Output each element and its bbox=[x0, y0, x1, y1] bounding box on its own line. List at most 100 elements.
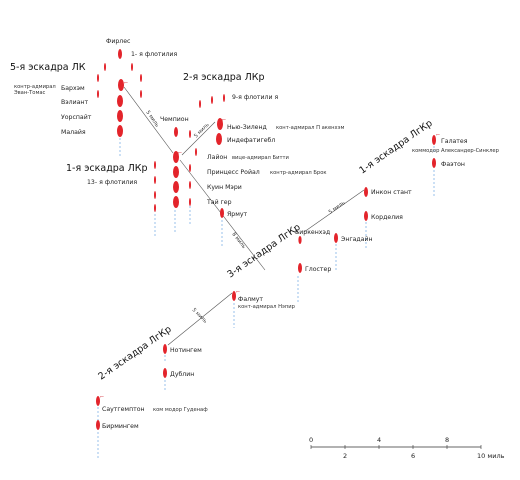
ship-marker bbox=[163, 368, 167, 378]
ship-marker bbox=[117, 95, 123, 107]
ship-marker bbox=[195, 148, 197, 156]
ship-marker bbox=[154, 191, 156, 199]
ship-marker bbox=[220, 208, 224, 218]
admiral-label: вице-адмирал Битти bbox=[232, 155, 289, 161]
ship-marker bbox=[189, 130, 191, 138]
flag-icon: ⌐ bbox=[222, 117, 226, 123]
ship-label: Бархэм bbox=[61, 85, 85, 92]
ship-label: Саутгемптон bbox=[102, 406, 145, 413]
ship-marker bbox=[211, 96, 213, 104]
scale-label: 6 bbox=[411, 452, 415, 460]
ship-marker bbox=[216, 133, 222, 145]
admiral-label: контр-адмирал Брок bbox=[270, 170, 327, 176]
ship-marker bbox=[217, 118, 223, 130]
distance-label: 5 миль bbox=[193, 122, 210, 139]
scale-label: 2 bbox=[343, 452, 347, 460]
ship-marker bbox=[298, 236, 302, 244]
squadron-title: 1-я эскадра ЛКр bbox=[66, 163, 148, 174]
flag-icon: ⌐ bbox=[178, 150, 182, 156]
squadron-title: 2-я эскадра ЛгКр bbox=[96, 324, 173, 383]
admiral-label: конт-адмирал Нэпир bbox=[238, 304, 296, 310]
distance-line bbox=[181, 121, 216, 156]
ship-marker bbox=[117, 125, 123, 137]
squadron-title: 3-я эскадра ЛгКр bbox=[225, 222, 302, 281]
distance-line bbox=[123, 86, 174, 154]
ship-marker bbox=[173, 181, 179, 193]
ship-marker bbox=[189, 164, 191, 172]
ships bbox=[96, 49, 436, 430]
ship-label: Принцесс Ройал bbox=[207, 168, 260, 176]
ship-label: Ярмут bbox=[227, 211, 248, 218]
admiral-line: Эван-Томас bbox=[14, 90, 46, 96]
ship-marker bbox=[96, 420, 100, 430]
ship-marker bbox=[189, 198, 191, 206]
ship-marker bbox=[199, 100, 201, 108]
ship-label: Тай гер bbox=[206, 198, 232, 206]
squadron-title: 2-я эскадра ЛКр bbox=[183, 72, 265, 83]
distance-label: 5 миль bbox=[191, 307, 208, 324]
scale-label: 4 bbox=[377, 436, 381, 444]
ship-marker bbox=[298, 263, 302, 273]
ship-label: Энгадайн bbox=[341, 235, 373, 243]
ship-label: Куин Мэри bbox=[207, 184, 242, 191]
distance-line bbox=[303, 189, 365, 233]
admiral-label: ком модор Гуденаф bbox=[153, 407, 208, 413]
ship-marker bbox=[117, 110, 123, 122]
ship-label: Биркенхэд bbox=[295, 229, 330, 236]
ship-label: Уорспайт bbox=[61, 113, 92, 121]
flag-icon: ⌐ bbox=[436, 132, 440, 138]
ship-marker bbox=[154, 204, 156, 212]
ship-marker bbox=[154, 161, 156, 169]
distance-label: 8 миль bbox=[230, 232, 246, 250]
scale-label: 8 bbox=[445, 436, 449, 444]
ship-marker bbox=[189, 181, 191, 189]
ship-label: Фаэтон bbox=[441, 161, 465, 168]
ship-marker bbox=[174, 127, 178, 137]
ship-marker bbox=[140, 74, 142, 82]
ship-label: Дублин bbox=[170, 370, 194, 378]
wakes bbox=[97, 138, 435, 460]
ship-marker bbox=[173, 166, 179, 178]
admiral-label: коммодор Александер-Синклер bbox=[412, 148, 500, 154]
ship-marker bbox=[140, 90, 142, 98]
distance-line bbox=[167, 292, 233, 346]
ship-marker bbox=[432, 135, 436, 145]
ship-marker bbox=[173, 151, 179, 163]
scale-bar: 0 4 8 2 6 10 миль bbox=[309, 436, 505, 460]
distance-label: 5 миль bbox=[328, 200, 347, 216]
ship-label: Глостер bbox=[305, 266, 331, 273]
ship-marker bbox=[163, 344, 167, 354]
admiral-label: конт-адмирал П акенхэм bbox=[276, 125, 344, 131]
ship-marker bbox=[131, 63, 133, 71]
ship-label: Малайя bbox=[61, 128, 86, 136]
ship-marker bbox=[364, 187, 368, 197]
ship-marker bbox=[96, 396, 100, 406]
scale-label: 0 bbox=[309, 436, 313, 444]
ship-label: Вэлиант bbox=[61, 99, 88, 106]
ship-marker bbox=[154, 176, 156, 184]
ship-label: Лайон bbox=[207, 153, 227, 161]
ship-label: Фирлес bbox=[106, 38, 131, 45]
ship-marker bbox=[97, 90, 99, 98]
ship-marker bbox=[104, 63, 106, 71]
flag-icon: ⌐ bbox=[124, 80, 128, 86]
ship-label: Бирмингем bbox=[102, 423, 139, 430]
ship-marker bbox=[334, 233, 338, 243]
flotilla-label: 1- я флотилия bbox=[131, 51, 177, 58]
flag-markers: ⌐ ⌐ ⌐ ⌐ ⌐ ⌐ bbox=[100, 80, 440, 400]
flotilla-label: 9-я флотили я bbox=[232, 94, 278, 101]
ship-marker bbox=[97, 74, 99, 82]
ship-marker bbox=[118, 79, 124, 91]
flotilla-label: 13- я флотилия bbox=[87, 179, 137, 186]
scale-label: 10 миль bbox=[477, 452, 505, 460]
squadron-titles: 5-я эскадра ЛК 2-я эскадра ЛКр 1-я эскад… bbox=[10, 62, 435, 382]
ship-marker bbox=[364, 211, 368, 221]
ship-marker bbox=[118, 49, 122, 59]
admiral-line: контр-адмирал bbox=[14, 84, 56, 90]
squadron-title: 5-я эскадра ЛК bbox=[10, 62, 86, 73]
ship-label: Нотингем bbox=[170, 347, 202, 354]
ship-label: Чемпион bbox=[160, 116, 189, 123]
ship-marker bbox=[232, 291, 236, 301]
